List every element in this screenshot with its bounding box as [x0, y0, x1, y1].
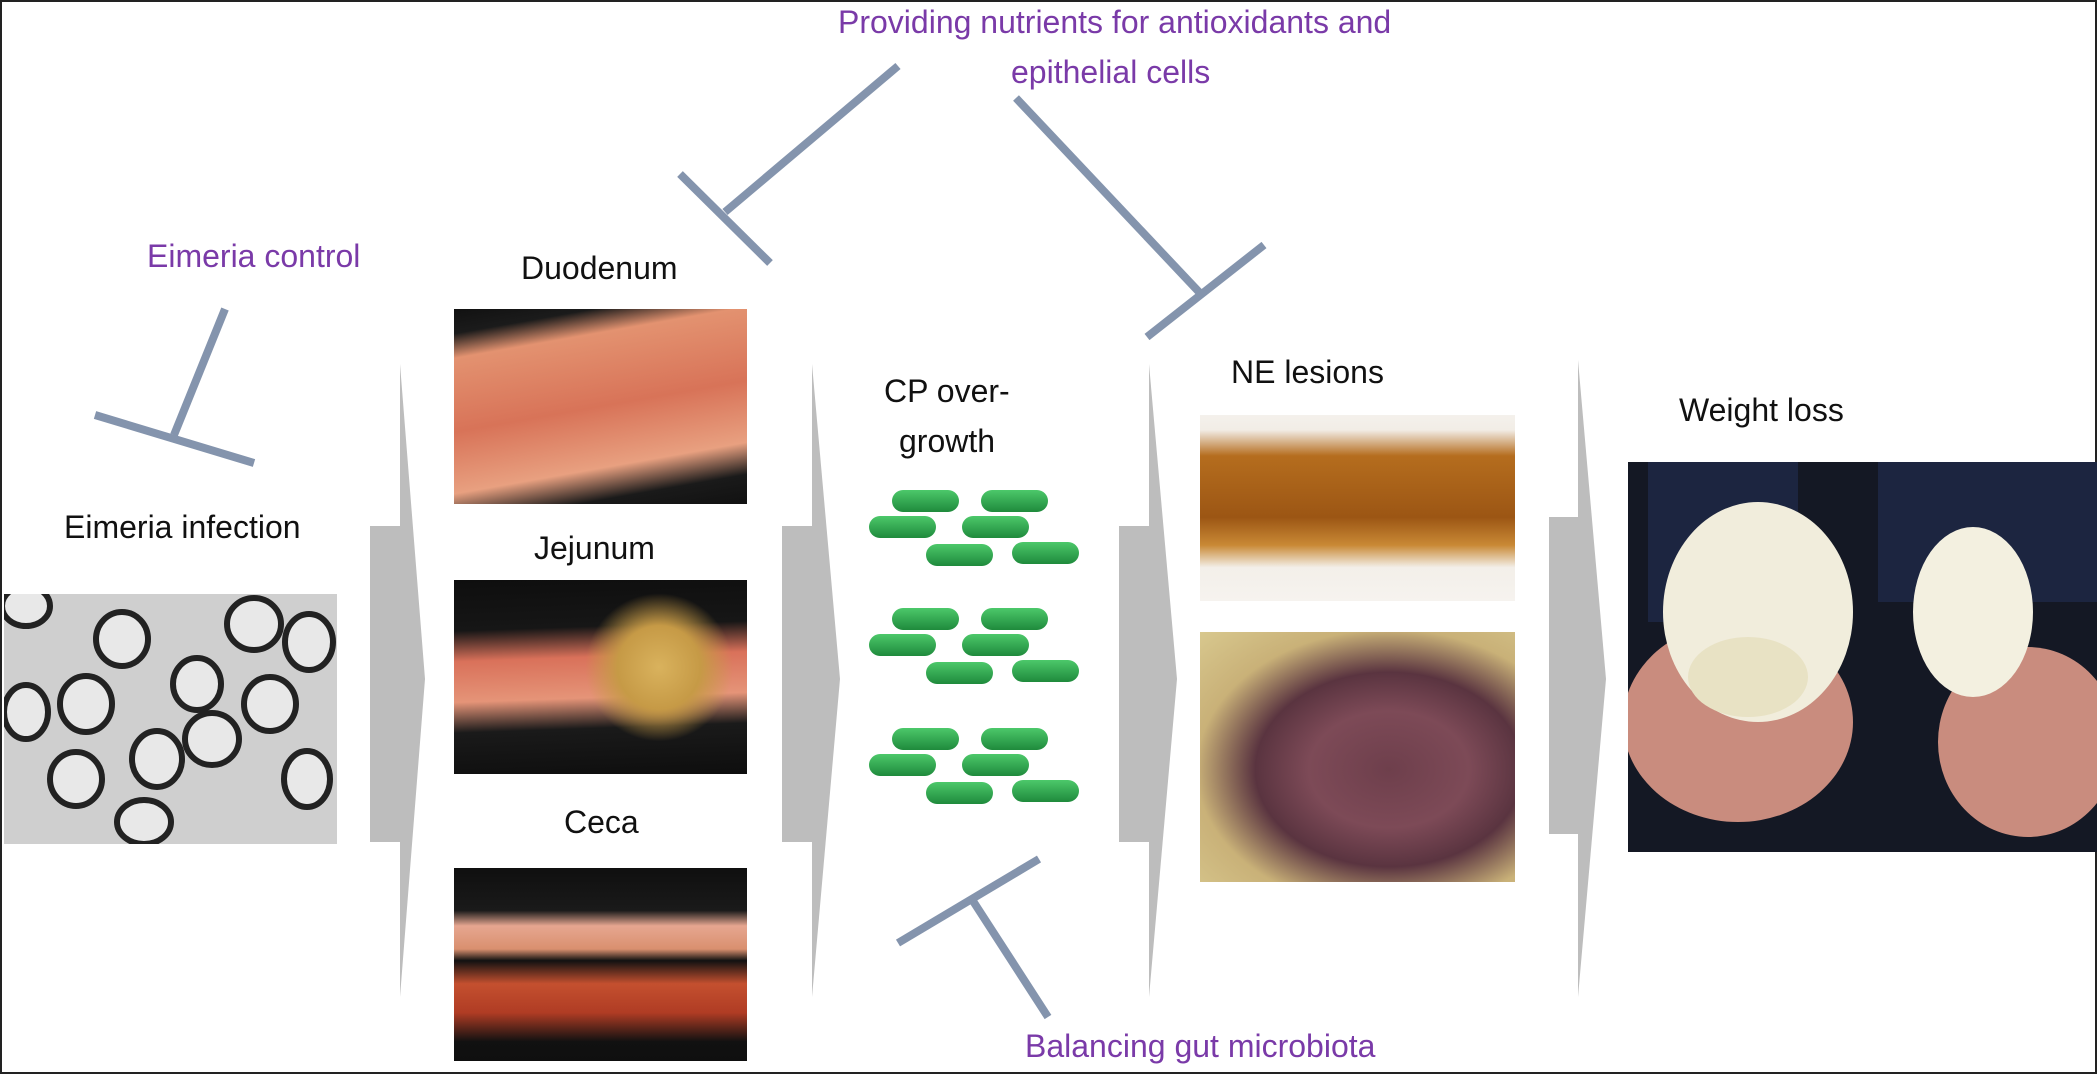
balancing-gut-microbiota-label: Balancing gut microbiota — [1025, 1028, 1376, 1064]
weight-loss-label: Weight loss — [1679, 392, 1844, 428]
inhibitor-eimeria-control — [93, 307, 256, 467]
jejunum-image — [454, 580, 747, 774]
weight-loss-chicks-image — [1628, 462, 2097, 852]
flow-arrow-2 — [782, 364, 840, 997]
flow-arrow-3 — [1119, 364, 1177, 997]
ceca-label: Ceca — [564, 804, 639, 840]
ceca-image — [454, 868, 747, 1061]
ne-lesion-image-1 — [1200, 415, 1515, 601]
flow-arrow-4 — [1549, 360, 1606, 997]
providing-nutrients-label-line2: epithelial cells — [1011, 54, 1211, 90]
cp-overgrowth-label-line1: CP over- — [884, 373, 1010, 409]
inhibitor-nutrients-left — [677, 62, 901, 266]
bacteria-cluster-2 — [869, 608, 1079, 684]
bacteria-cluster-3 — [869, 728, 1079, 804]
ne-lesions-label: NE lesions — [1231, 354, 1384, 390]
jejunum-label: Jejunum — [534, 530, 655, 566]
ne-lesion-image-2 — [1200, 632, 1515, 882]
bacteria-cluster-1 — [869, 490, 1079, 566]
inhibitor-nutrients-right — [1013, 95, 1267, 341]
eimeria-oocyst-image — [4, 594, 337, 844]
eimeria-infection-label: Eimeria infection — [64, 509, 301, 545]
flow-arrow-1 — [370, 364, 425, 997]
duodenum-image — [454, 309, 747, 504]
cp-overgrowth-label-line2: growth — [899, 423, 996, 459]
duodenum-label: Duodenum — [521, 250, 678, 286]
providing-nutrients-label-line1: Providing nutrients for antioxidants and — [838, 4, 1392, 40]
eimeria-control-label: Eimeria control — [147, 238, 361, 274]
inhibitor-balancing-microbiota — [895, 855, 1052, 1020]
